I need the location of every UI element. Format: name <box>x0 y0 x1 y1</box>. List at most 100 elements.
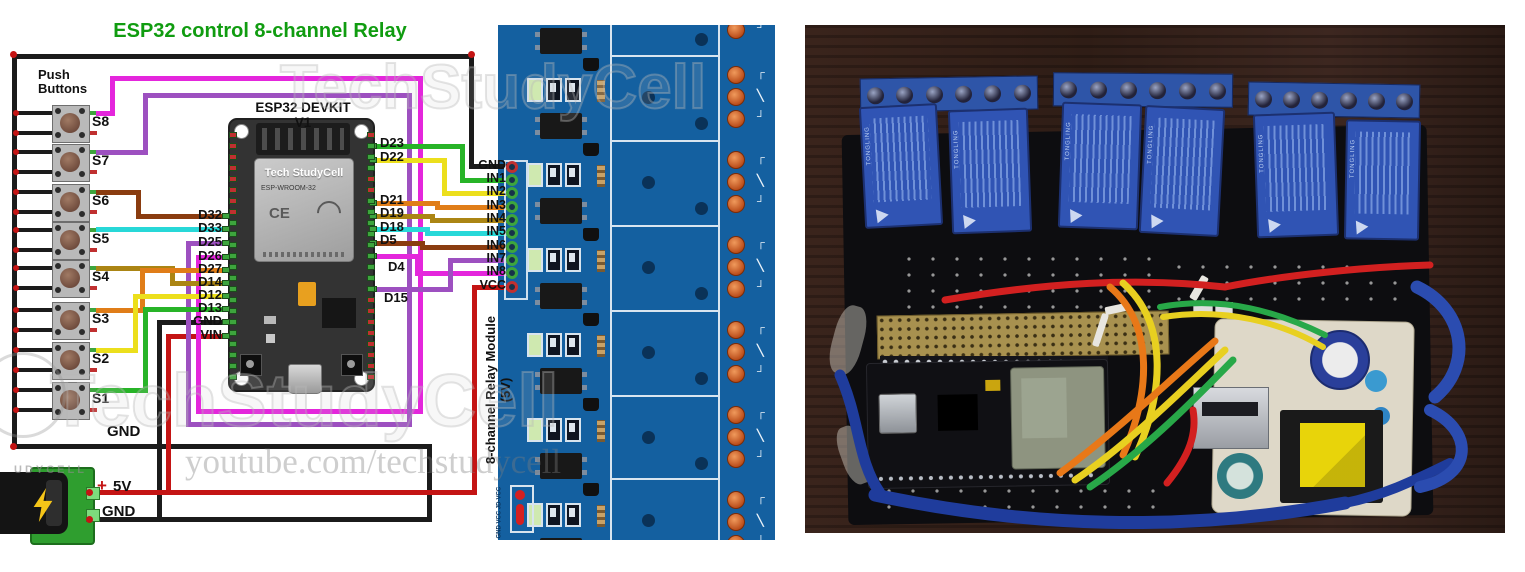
jumper-block <box>565 503 581 527</box>
button-pin <box>55 305 61 311</box>
ic-pin <box>535 202 540 207</box>
button-pin <box>79 409 85 415</box>
button-stub <box>17 348 52 352</box>
ic-pin <box>535 130 540 135</box>
push-button-s3 <box>52 302 90 340</box>
shield-fineprint <box>263 252 345 257</box>
esp-header-pad <box>367 374 375 380</box>
resistor-icon <box>597 80 605 102</box>
esp-header-pad <box>229 143 237 149</box>
optocoupler-ic <box>535 368 587 394</box>
electrolytic-capacitor <box>1310 330 1370 390</box>
contact-symbol-icon: ┌ <box>757 152 765 164</box>
terminal-screw-icon <box>727 195 745 213</box>
wire-d19-in4 <box>375 214 435 219</box>
button-stub <box>17 131 52 135</box>
button-pin <box>55 147 61 153</box>
usb-a-port <box>1193 387 1269 449</box>
wire-d4-in8 <box>375 254 420 259</box>
stub-dot <box>13 285 19 291</box>
wire-d23-in1 <box>460 144 465 183</box>
esp32-rf-shield: Tech StudyCell ESP-WROOM-32 CE <box>254 158 354 262</box>
optocoupler-ic <box>535 198 587 224</box>
green-jumper-wire <box>1086 356 1237 491</box>
esp32-board-label: ESP32 DEVKIT V1 <box>255 100 351 130</box>
button-cap-icon <box>60 230 80 250</box>
esp-header-pad <box>229 176 237 182</box>
wire-s8-d26 <box>110 76 115 116</box>
yellow-jumper-wire <box>1071 346 1229 484</box>
button-pad <box>88 388 96 392</box>
esp-header-pad <box>229 363 237 369</box>
button-stub <box>17 266 52 270</box>
push-button-label: S6 <box>92 192 110 208</box>
ic-pin <box>535 215 540 220</box>
relay-body-separator <box>612 225 718 227</box>
wire-s1-d13 <box>143 307 228 312</box>
push-button-s4 <box>52 260 90 298</box>
button-pin <box>55 345 61 351</box>
ic-pin <box>535 32 540 37</box>
relay-body-dot <box>695 33 708 46</box>
contact-symbol-icon: ┌ <box>757 322 765 334</box>
watermark-url: youtube.com/techstudycell <box>185 442 562 481</box>
optocoupler-ic <box>540 538 582 540</box>
esp-right-pin-label: D15 <box>384 290 408 305</box>
terminal-screw-icon <box>727 258 745 276</box>
terminal-screw-icon <box>727 110 745 128</box>
button-pad <box>88 131 97 135</box>
watermark-partial-text: UDYCELL <box>14 464 87 476</box>
resistor-icon <box>597 165 605 187</box>
contact-symbol-icon: ┘ <box>757 111 765 123</box>
esp32-devkit-board: Tech StudyCell ESP-WROOM-32 CE <box>228 118 375 394</box>
esp-header-pad <box>367 253 375 259</box>
ce-mark: CE <box>269 205 290 222</box>
hardware-photo: 2 Relay <box>805 25 1505 533</box>
wire-d5-in6 <box>375 241 425 246</box>
esp-header-pad <box>367 297 375 303</box>
push-button-s7 <box>52 144 90 182</box>
relay-pin-label: IN4 <box>486 211 506 225</box>
red-jumper-wire <box>941 278 1229 304</box>
block-detail <box>569 338 575 347</box>
watermark-logo-circle <box>0 352 66 438</box>
blue-wire <box>868 488 1352 530</box>
stub-dot <box>13 169 19 175</box>
mount-hole-icon <box>234 124 249 139</box>
jumper-block <box>546 78 562 102</box>
wire-s6-d32 <box>136 190 141 219</box>
wire-d23-in1 <box>375 144 465 149</box>
terminal-screw-icon <box>727 236 745 254</box>
jumper-block <box>565 418 581 442</box>
relay-body-dot <box>642 261 655 274</box>
wire-d15-in7 <box>375 287 453 292</box>
relay-body-dot <box>642 176 655 189</box>
terminal-screw-icon <box>727 173 745 191</box>
resistor-icon <box>597 250 605 272</box>
terminal-screw-icon <box>727 88 745 106</box>
button-stub <box>17 308 52 312</box>
wire-junction-dot <box>86 516 93 523</box>
push-button-s6 <box>52 184 90 222</box>
wire-d23-in1 <box>460 178 514 183</box>
relay-pin-hole <box>506 201 518 213</box>
jumper-block <box>546 248 562 272</box>
ic-pin <box>582 32 587 37</box>
esp-header-pad <box>367 352 375 358</box>
relay-pin-hole <box>506 161 518 173</box>
jumper-cap <box>516 504 524 525</box>
button-pad <box>88 286 97 290</box>
wire-s8-d26 <box>196 255 228 260</box>
button-pin <box>79 305 85 311</box>
stub-dot <box>13 327 19 333</box>
esp-right-pin-label: D23 <box>380 135 404 150</box>
terminal-screw-icon <box>727 66 745 84</box>
en-button <box>240 354 262 376</box>
button-pad <box>88 408 97 412</box>
contact-symbol-icon: ┘ <box>757 451 765 463</box>
relay-column-divider <box>610 25 612 540</box>
terminal-screw-icon <box>727 491 745 509</box>
button-pin <box>79 385 85 391</box>
terminal-screw-icon <box>727 365 745 383</box>
esp-header-pad <box>367 143 375 149</box>
